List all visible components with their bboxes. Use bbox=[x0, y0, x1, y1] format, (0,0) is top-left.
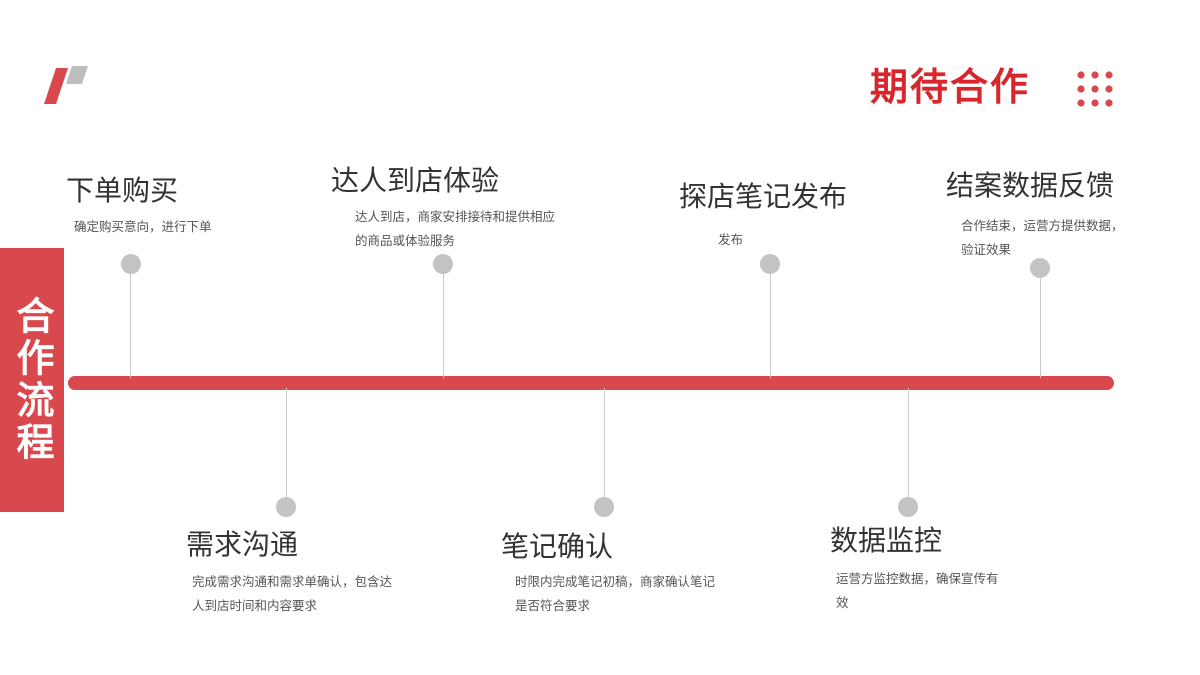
step-title: 需求沟通 bbox=[186, 528, 299, 561]
step-description: 发布 bbox=[718, 232, 744, 247]
step-node bbox=[594, 497, 614, 517]
step-description: 运营方监控数据，确保宣传有效 bbox=[836, 571, 999, 610]
slanted-bars-logo-icon bbox=[44, 66, 88, 104]
step-connector bbox=[443, 272, 444, 378]
page-title: 期待合作 bbox=[870, 64, 1031, 109]
side-banner-label: 合作流程 bbox=[10, 296, 54, 464]
step-title: 探店笔记发布 bbox=[679, 180, 848, 213]
step-connector bbox=[286, 388, 287, 500]
step-node bbox=[276, 497, 296, 517]
step-title: 达人到店体验 bbox=[331, 164, 500, 197]
step-description: 合作结束，运营方提供数据，验证效果 bbox=[961, 218, 1124, 257]
step-connector bbox=[130, 272, 131, 378]
dot-grid-icon bbox=[1077, 71, 1113, 107]
step-node bbox=[760, 254, 780, 274]
step-description: 确定购买意向，进行下单 bbox=[74, 219, 212, 234]
step-connector bbox=[1040, 276, 1041, 378]
step-description: 达人到店，商家安排接待和提供相应的商品或体验服务 bbox=[355, 209, 556, 248]
step-node bbox=[433, 254, 453, 274]
step-title: 数据监控 bbox=[830, 524, 943, 557]
step-connector bbox=[770, 272, 771, 378]
step-title: 下单购买 bbox=[66, 174, 179, 207]
step-node bbox=[121, 254, 141, 274]
side-banner: 合作流程 bbox=[0, 248, 64, 512]
step-connector bbox=[908, 388, 909, 500]
step-connector bbox=[604, 388, 605, 500]
step-title: 笔记确认 bbox=[501, 530, 614, 563]
step-title: 结案数据反馈 bbox=[946, 169, 1115, 202]
step-description: 时限内完成笔记初稿，商家确认笔记是否符合要求 bbox=[515, 574, 716, 613]
step-node bbox=[1030, 258, 1050, 278]
timeline-bar bbox=[68, 376, 1114, 390]
step-node bbox=[898, 497, 918, 517]
step-description: 完成需求沟通和需求单确认，包含达人到店时间和内容要求 bbox=[192, 574, 393, 613]
